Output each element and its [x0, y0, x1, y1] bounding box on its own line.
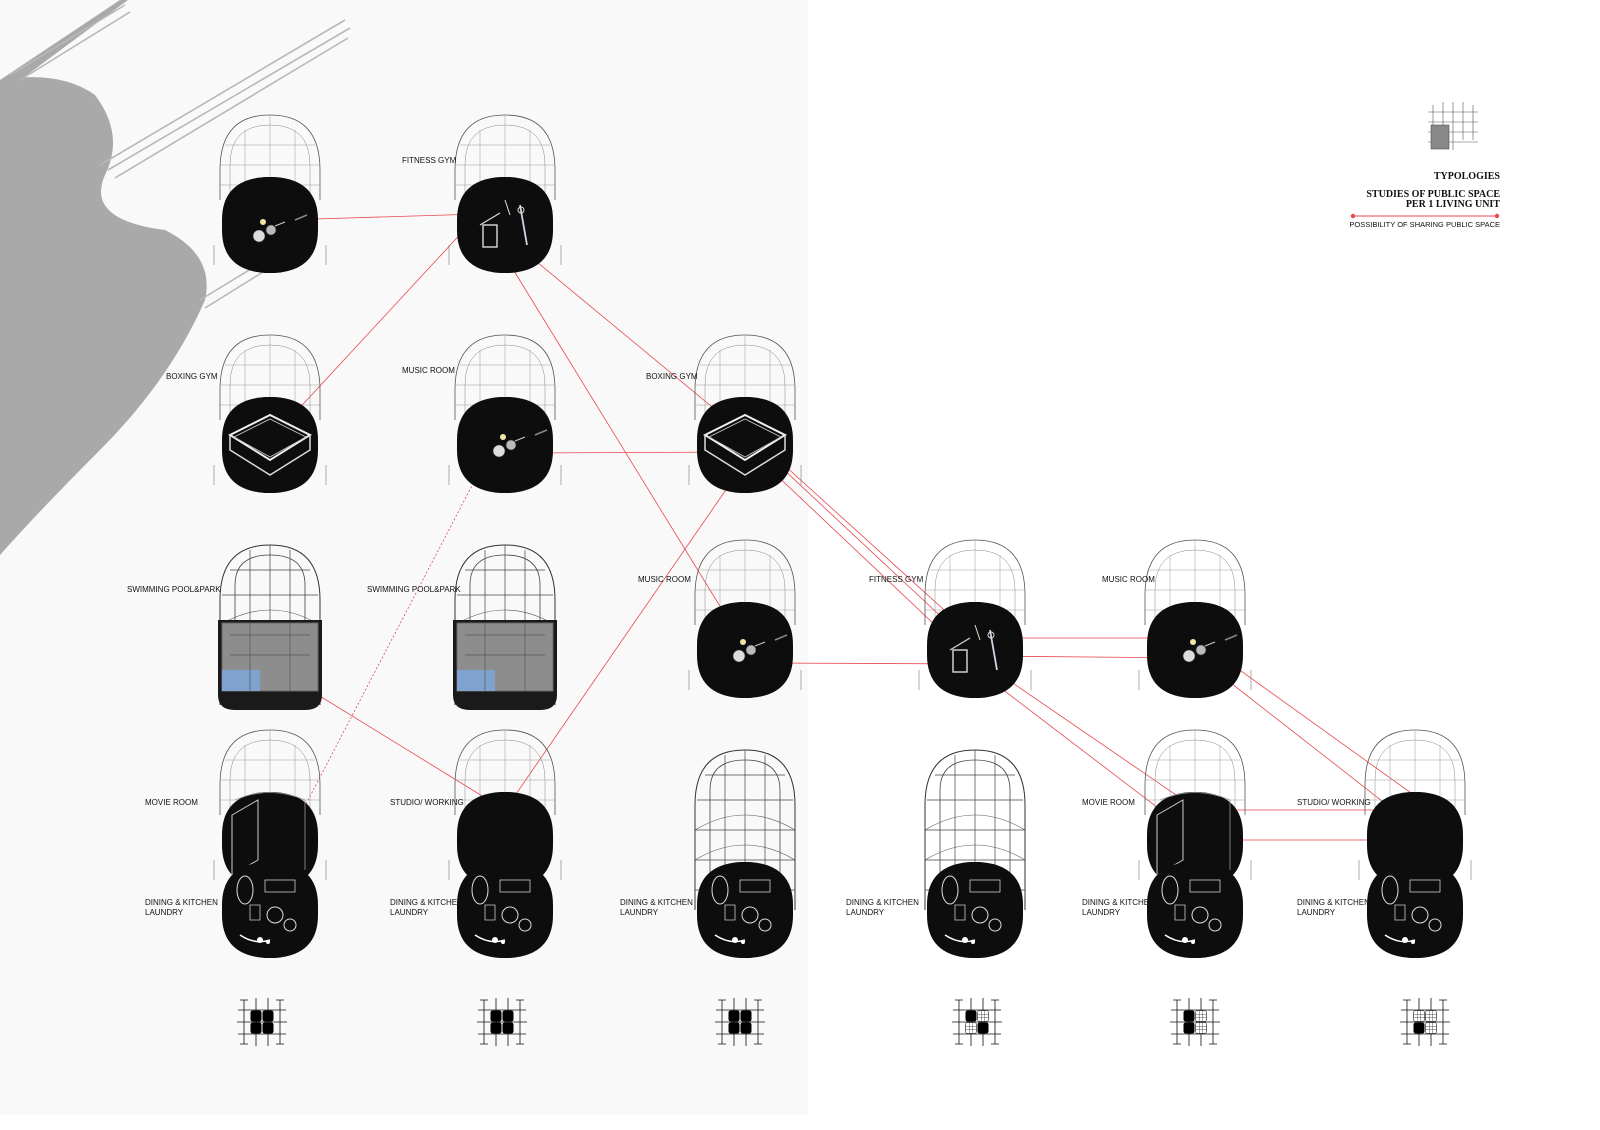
plan-icon-4: [951, 997, 1003, 1047]
module-col5-row3: [1147, 862, 1243, 958]
legend-line-label: POSSIBILITY OF SHARING PUBLIC SPACE: [1349, 220, 1500, 229]
legend-subtitle-line1: STUDIES OF PUBLIC SPACE: [1366, 189, 1500, 200]
plan-icon-1: [236, 997, 288, 1047]
label-col4-dining: DINING & KITCHEN LAUNDRY: [846, 898, 919, 917]
plan-icon-5: [1169, 997, 1221, 1047]
label-col2-dining: DINING & KITCHEN LAUNDRY: [390, 898, 463, 917]
left-panel-background: [0, 0, 808, 1115]
label-col2-studio: STUDIO/ WORKING: [390, 798, 464, 807]
label-col2-swimming: SWIMMING POOL&PARK: [367, 585, 461, 594]
label-col3-boxing-gym: BOXING GYM: [646, 372, 698, 381]
module-col4-row1: [918, 539, 1032, 698]
legend: TYPOLOGIES STUDIES OF PUBLIC SPACE PER 1…: [1340, 100, 1500, 240]
label-col5-music-room: MUSIC ROOM: [1102, 575, 1155, 584]
legend-thumbnail-icon: [1428, 102, 1478, 150]
label-col1-movie-room: MOVIE ROOM: [145, 798, 198, 807]
label-col1-boxing-gym: BOXING GYM: [166, 372, 218, 381]
module-col1-row3: [217, 544, 323, 711]
label-col5-movie-room: MOVIE ROOM: [1082, 798, 1135, 807]
plan-icon-3: [714, 997, 766, 1047]
plan-icon-6: [1399, 997, 1451, 1047]
brush-stroke: [0, 0, 351, 556]
legend-subtitle-line2: PER 1 LIVING UNIT: [1405, 199, 1500, 210]
label-col3-music-room: MUSIC ROOM: [638, 575, 691, 584]
module-col2-row3: [452, 544, 558, 711]
label-col1-dining: DINING & KITCHEN LAUNDRY: [145, 898, 218, 917]
module-col2-row1: [448, 114, 562, 273]
module-col3-row1: [688, 334, 802, 493]
label-col4-fitness-gym: FITNESS GYM: [869, 575, 924, 584]
label-col2-music-room: MUSIC ROOM: [402, 366, 455, 375]
module-col2-row2: [448, 334, 562, 493]
module-col1-row5: [222, 862, 318, 958]
module-col1-row2: [213, 334, 327, 493]
label-col6-studio: STUDIO/ WORKING: [1297, 798, 1371, 807]
plan-icon-2: [476, 997, 528, 1047]
legend-line-sample: [1350, 213, 1500, 219]
module-col3-row2: [688, 539, 802, 698]
module-col4-row3: [927, 862, 1023, 958]
module-col3-row4: [697, 862, 793, 958]
legend-title: TYPOLOGIES: [1433, 171, 1500, 182]
module-col5-row1: [1138, 539, 1252, 698]
module-col6-row2: [1367, 862, 1463, 958]
label-col6-dining: DINING & KITCHEN LAUNDRY: [1297, 898, 1370, 917]
label-col2-fitness-gym: FITNESS GYM: [402, 156, 457, 165]
module-col1-row1: [213, 114, 327, 273]
connection-lines: [280, 213, 1433, 851]
label-col3-dining: DINING & KITCHEN LAUNDRY: [620, 898, 693, 917]
label-col1-swimming: SWIMMING POOL&PARK: [127, 585, 221, 594]
label-col5-dining: DINING & KITCHEN LAUNDRY: [1082, 898, 1155, 917]
module-col2-row5: [457, 862, 553, 958]
